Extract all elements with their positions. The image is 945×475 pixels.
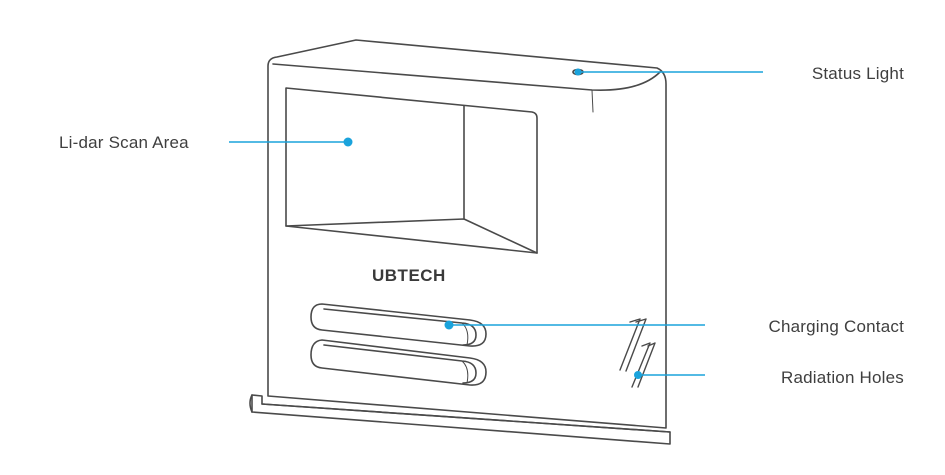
brand-logo: UBTECH <box>372 266 446 285</box>
dock-base <box>249 394 671 445</box>
radiation-holes-vents <box>619 318 656 388</box>
label-charging-contact: Charging Contact <box>768 317 904 336</box>
callout-charging-contact <box>444 320 705 330</box>
callout-status-light <box>574 68 763 76</box>
callout-radiation-holes <box>634 371 705 379</box>
lidar-window <box>285 87 538 254</box>
label-lidar-scan-area: Li-dar Scan Area <box>59 133 189 152</box>
callout-lidar-scan-area <box>229 137 353 147</box>
label-radiation-holes: Radiation Holes <box>780 368 904 387</box>
charging-contacts <box>310 303 487 386</box>
label-status-light: Status Light <box>811 64 904 83</box>
